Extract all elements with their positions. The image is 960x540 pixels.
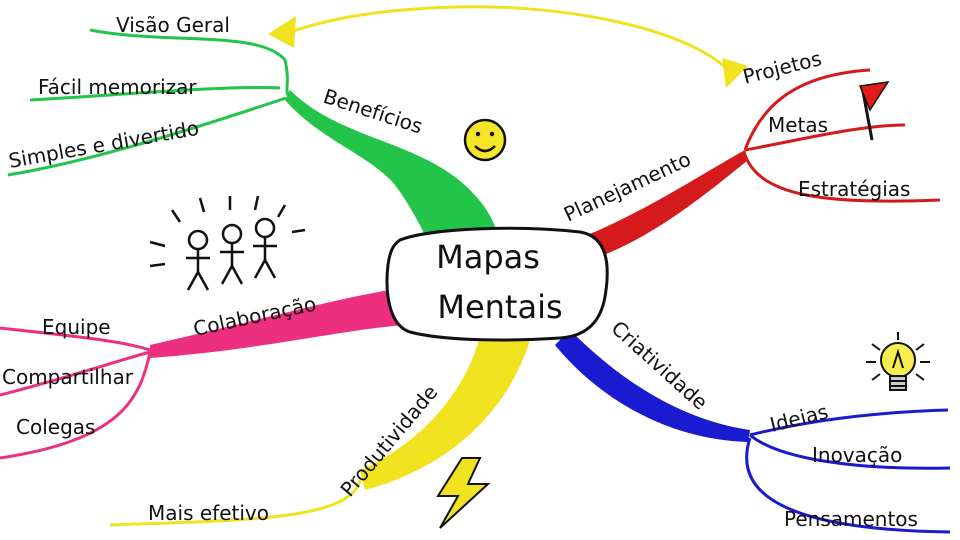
leaf-metas: Metas [768,113,828,137]
leaf-mais-efetivo: Mais efetivo [148,501,269,525]
branch-produtividade [109,335,530,527]
branch-colaboracao [0,290,405,460]
leaf-pensamentos: Pensamentos [784,507,918,531]
flag-icon [858,81,890,141]
center-title-line2: Mentais [437,288,562,326]
leaf-ideias: Ideias [767,399,830,437]
leaf-facil-memorizar: Fácil memorizar [38,75,197,99]
smiley-icon [463,118,507,162]
leaf-estrategias: Estratégias [798,177,910,201]
leaf-equipe: Equipe [42,315,111,339]
leaf-simples-e-divertido: Simples e divertido [7,116,201,173]
leaf-compartilhar: Compartilhar [2,365,134,389]
center-node: Mapas Mentais [385,226,609,342]
leaf-visao-geral: Visão Geral [116,13,230,37]
lightning-icon [436,457,491,529]
leaf-inovacao: Inovação [812,443,902,467]
branch-planejamento [575,68,941,260]
arrow-icon [268,5,748,88]
center-title-line1: Mapas [436,238,540,276]
lightbulb-icon [866,332,930,391]
leaf-colegas: Colegas [16,415,95,439]
branch-criatividade [555,330,951,534]
stick-figures-icon [149,195,306,291]
branch-beneficios [7,28,500,260]
